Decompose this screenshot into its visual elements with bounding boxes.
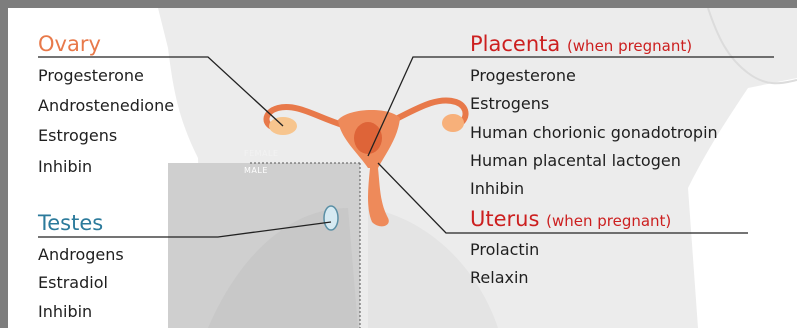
ovary-hormone: Inhibin: [38, 157, 92, 177]
ovary-hormone: Progesterone: [38, 66, 144, 86]
placenta-qualifier: (when pregnant): [567, 37, 692, 55]
ovary-hormone: Estrogens: [38, 126, 117, 146]
testes-hormone: Estradiol: [38, 273, 108, 293]
male-label: MALE: [244, 166, 268, 175]
placenta-hormone: Estrogens: [470, 94, 549, 114]
testes-hormone: Androgens: [38, 245, 124, 265]
uterus-hormone: Relaxin: [470, 268, 529, 288]
uterus-qualifier: (when pregnant): [546, 212, 671, 230]
uterus-title: Uterus (when pregnant): [470, 207, 671, 233]
placenta-hormone: Inhibin: [470, 179, 524, 199]
placenta-hormone: Human placental lactogen: [470, 151, 681, 171]
testes-title: Testes: [38, 211, 103, 235]
testes-hormone: Inhibin: [38, 302, 92, 322]
placenta-shape: [354, 122, 382, 154]
ovary-title: Ovary: [38, 32, 101, 56]
female-label: FEMALE: [244, 149, 279, 158]
placenta-title-text: Placenta: [470, 32, 560, 56]
placenta-title: Placenta (when pregnant): [470, 32, 692, 58]
uterus-title-text: Uterus: [470, 207, 539, 231]
placenta-hormone: Human chorionic gonadotropin: [470, 123, 718, 143]
testis-shape: [324, 206, 338, 230]
ovary-right-shape: [442, 114, 464, 132]
ovary-hormone: Androstenedione: [38, 96, 174, 116]
placenta-hormone: Progesterone: [470, 66, 576, 86]
uterus-hormone: Prolactin: [470, 240, 539, 260]
